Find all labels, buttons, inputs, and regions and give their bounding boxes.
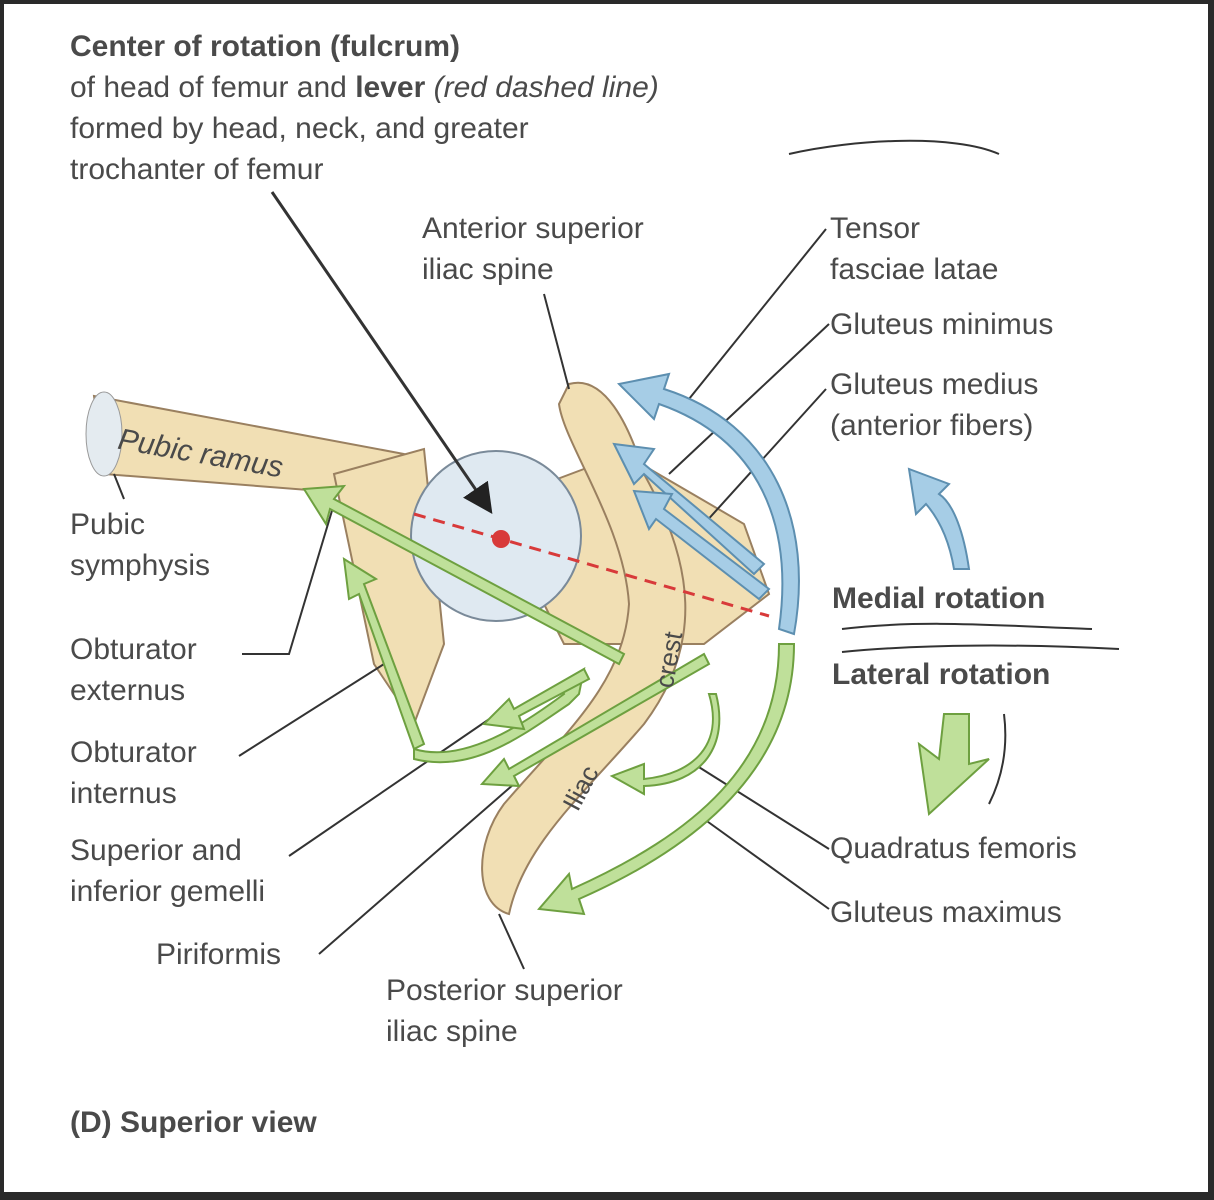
figure-caption: (D) Superior view	[70, 1106, 317, 1139]
hip-diagram	[85, 139, 1120, 970]
lever-dashed-line	[413, 512, 770, 618]
label-pubic-symphysis: Pubic symphysis	[70, 504, 210, 586]
label-obturator-internus: Obturator internus	[70, 732, 197, 814]
label-gemelli: Superior and inferior gemelli	[70, 830, 265, 912]
label-line: iliac spine	[386, 1015, 518, 1048]
label-line: iliac spine	[422, 253, 554, 286]
label-line: Tensor	[830, 212, 921, 245]
label-medial-rotation: Medial rotation	[832, 582, 1046, 615]
label-line: fasciae latae	[830, 253, 999, 286]
label-psis: Posterior superior iliac spine	[386, 970, 623, 1052]
label-obturator-externus: Obturator externus	[70, 629, 197, 711]
pubic-symphysis	[85, 391, 123, 477]
label-quadratus-femoris: Quadratus femoris	[830, 832, 1077, 865]
title-line-4: trochanter of femur	[70, 153, 324, 186]
label-gluteus-maximus: Gluteus maximus	[830, 896, 1062, 929]
label-line: Obturator	[70, 736, 197, 769]
leader-lines	[113, 139, 1120, 970]
label-gluteus-medius: Gluteus medius (anterior fibers)	[830, 364, 1038, 446]
label-line: symphysis	[70, 549, 211, 582]
title-line-3: formed by head, neck, and greater	[70, 112, 529, 145]
label-gluteus-minimus: Gluteus minimus	[830, 308, 1054, 341]
label-line: Pubic	[70, 508, 146, 541]
medial-rotator-arrows	[612, 372, 971, 636]
lever-note: (red dashed line)	[425, 71, 659, 104]
lever-word: lever	[355, 71, 426, 104]
label-tfl: Tensor fasciae latae	[830, 208, 998, 290]
label-line: (anterior fibers)	[830, 409, 1034, 442]
label-line: externus	[70, 674, 186, 707]
label-line: Posterior superior	[386, 974, 623, 1007]
fulcrum-dot	[492, 530, 510, 548]
title-text: of head of femur and	[70, 71, 356, 104]
label-lateral-rotation: Lateral rotation	[832, 658, 1051, 691]
title-line-2: of head of femur and lever (red dashed l…	[70, 67, 659, 108]
label-piriformis: Piriformis	[156, 938, 281, 971]
label-line: internus	[70, 777, 177, 810]
label-line: Anterior superior	[422, 212, 644, 245]
label-line: Superior and	[70, 834, 242, 867]
label-line: Obturator	[70, 633, 197, 666]
diagram-canvas: Center of rotation (fulcrum) of head of …	[4, 4, 1208, 1192]
label-line: Gluteus medius	[830, 368, 1039, 401]
title-line-1: Center of rotation (fulcrum)	[70, 30, 460, 63]
label-asis: Anterior superior iliac spine	[422, 208, 644, 290]
label-line: inferior gemelli	[70, 875, 266, 908]
lateral-rotator-arrows	[302, 484, 990, 916]
